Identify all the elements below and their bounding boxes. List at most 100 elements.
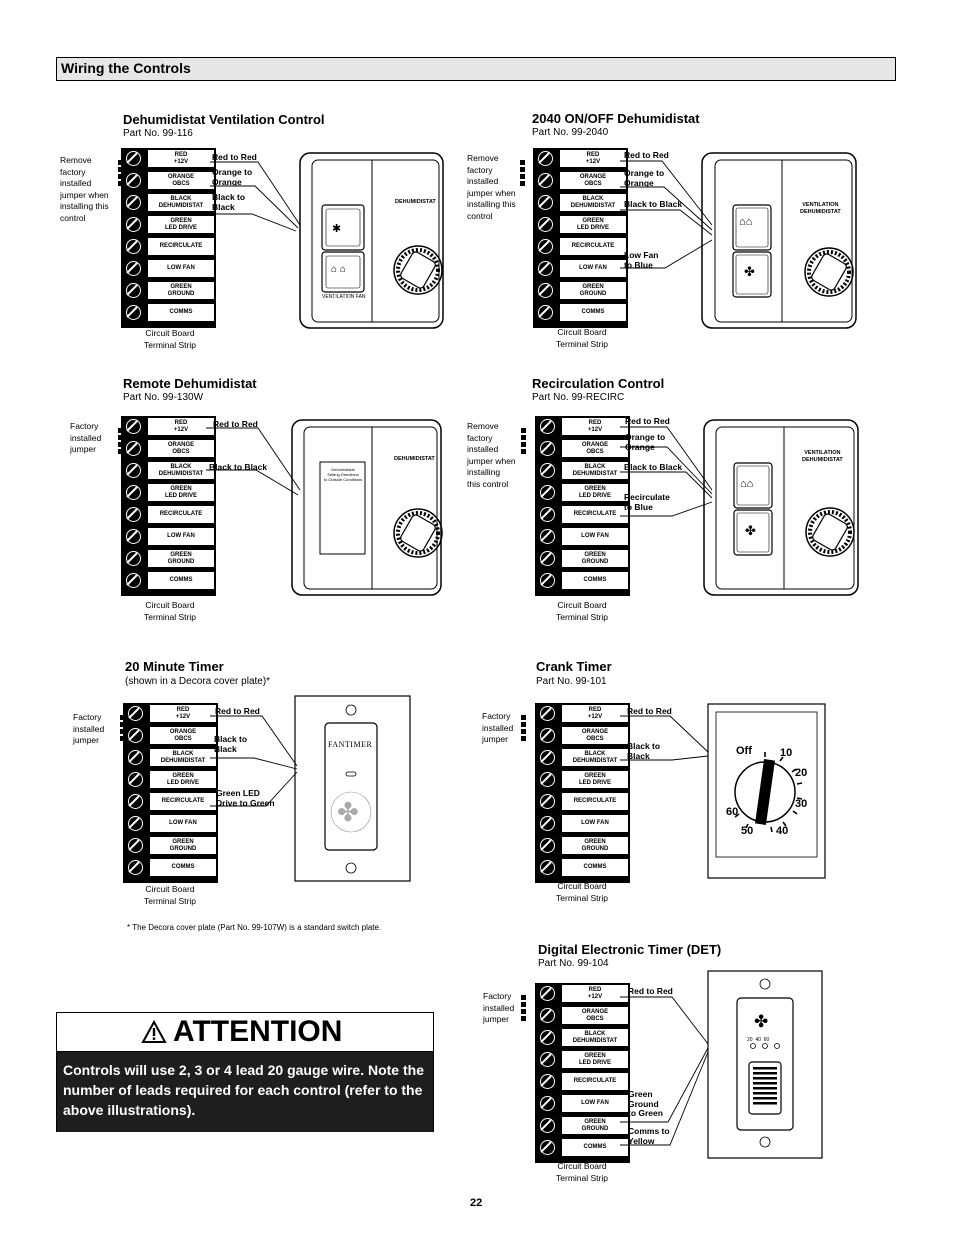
screw-icon[interactable] (540, 463, 555, 478)
screw-icon[interactable] (540, 728, 555, 743)
dvc-fan-icon[interactable]: ✱ (332, 223, 342, 235)
screw-icon[interactable] (540, 441, 555, 456)
screw-icon[interactable] (128, 706, 143, 721)
onoff-fan-icon[interactable]: ✤ (744, 264, 755, 279)
timer20-fan-icon[interactable]: ✤ (337, 797, 359, 827)
screw-icon[interactable] (126, 283, 141, 298)
screw-icon[interactable] (128, 750, 143, 765)
screw-icon[interactable] (126, 507, 141, 522)
screw-icon[interactable] (538, 151, 553, 166)
screw-icon[interactable] (540, 1096, 555, 1111)
screw-icon[interactable] (126, 195, 141, 210)
screw-icon[interactable] (126, 419, 141, 434)
screw-icon[interactable] (540, 1074, 555, 1089)
terminal-row: LOW FAN (537, 1094, 628, 1113)
screw-icon[interactable] (126, 551, 141, 566)
screw-icon[interactable] (540, 1030, 555, 1045)
screw-icon[interactable] (126, 305, 141, 320)
remote-label-red: Red to Red (213, 419, 258, 429)
screw-icon[interactable] (538, 173, 553, 188)
dvc-switch-caption: VENTILATION FAN (322, 294, 366, 300)
screw-icon[interactable] (126, 463, 141, 478)
screw-icon[interactable] (128, 794, 143, 809)
screw-icon[interactable] (540, 419, 555, 434)
dvc-label-black: Black to Black (212, 192, 246, 212)
screw-icon[interactable] (126, 573, 141, 588)
terminal-label: COMMS (148, 572, 214, 589)
screw-icon[interactable] (538, 283, 553, 298)
screw-icon[interactable] (126, 529, 141, 544)
screw-icon[interactable] (540, 1052, 555, 1067)
terminal-label: RECIRCULATE (148, 506, 214, 523)
screw-icon[interactable] (540, 1140, 555, 1155)
screw-icon[interactable] (540, 551, 555, 566)
terminal-label: RED +12V (148, 418, 214, 435)
terminal-label: COMMS (560, 304, 626, 321)
screw-icon[interactable] (538, 217, 553, 232)
terminal-row: RECIRCULATE (123, 505, 214, 524)
screw-icon[interactable] (128, 728, 143, 743)
terminal-row: RED +12V (537, 704, 628, 723)
recirc-home-icon[interactable]: ⌂⌂ (740, 478, 754, 490)
remote-strip-caption: Circuit Board Terminal Strip (144, 600, 196, 622)
terminal-row: GREEN GROUND (537, 549, 628, 568)
screw-icon[interactable] (538, 305, 553, 320)
onoff-part: Part No. 99-2040 (532, 127, 609, 138)
terminal-row: COMMS (537, 571, 628, 590)
recirc-device (703, 419, 859, 596)
det-fan-icon[interactable]: ✤ (754, 1012, 769, 1031)
dvc-face-label: DEHUMIDISTAT (395, 199, 436, 205)
screw-icon[interactable] (128, 772, 143, 787)
screw-icon[interactable] (538, 261, 553, 276)
recirc-fan-icon[interactable]: ✤ (745, 523, 756, 538)
screw-icon[interactable] (540, 986, 555, 1001)
screw-icon[interactable] (126, 217, 141, 232)
screw-icon[interactable] (540, 750, 555, 765)
terminal-label: LOW FAN (562, 528, 628, 545)
crank-part: Part No. 99-101 (536, 676, 607, 687)
terminal-label: GREEN LED DRIVE (562, 1051, 628, 1068)
screw-icon[interactable] (538, 239, 553, 254)
terminal-label: LOW FAN (148, 528, 214, 545)
screw-icon[interactable] (540, 1008, 555, 1023)
terminal-label: LOW FAN (560, 260, 626, 277)
terminal-label: RECIRCULATE (560, 238, 626, 255)
screw-icon[interactable] (540, 772, 555, 787)
screw-icon[interactable] (126, 151, 141, 166)
screw-icon[interactable] (538, 195, 553, 210)
screw-icon[interactable] (540, 706, 555, 721)
terminal-row: ORANGE OBCS (537, 439, 628, 458)
screw-icon[interactable] (540, 860, 555, 875)
screw-icon[interactable] (126, 441, 141, 456)
screw-icon[interactable] (540, 794, 555, 809)
screw-icon[interactable] (126, 173, 141, 188)
onoff-home-icon[interactable]: ⌂⌂ (739, 216, 753, 228)
screw-icon[interactable] (128, 860, 143, 875)
dvc-jumper-icon (118, 160, 132, 186)
terminal-row: ORANGE OBCS (535, 171, 626, 190)
screw-icon[interactable] (540, 816, 555, 831)
screw-icon[interactable] (126, 239, 141, 254)
screw-icon[interactable] (540, 485, 555, 500)
terminal-row: RED +12V (537, 984, 628, 1003)
terminal-row: COMMS (125, 858, 216, 877)
screw-icon[interactable] (540, 507, 555, 522)
screw-icon[interactable] (540, 838, 555, 853)
dvc-home-icon[interactable]: ⌂ ⌂ (331, 264, 346, 275)
remote-label-black: Black to Black (209, 462, 268, 472)
screw-icon[interactable] (540, 1118, 555, 1133)
terminal-row: RECIRCULATE (125, 792, 216, 811)
timer20-jumper-icon (120, 715, 134, 741)
terminal-row: RED +12V (123, 417, 214, 436)
onoff-label-orange: Orange to Orange (624, 168, 665, 188)
screw-icon[interactable] (126, 485, 141, 500)
screw-icon[interactable] (540, 529, 555, 544)
terminal-label: COMMS (562, 572, 628, 589)
screw-icon[interactable] (126, 261, 141, 276)
onoff-jumper-icon (520, 160, 534, 186)
screw-icon[interactable] (128, 816, 143, 831)
screw-icon[interactable] (128, 838, 143, 853)
dvc-label-red: Red to Red (212, 152, 257, 162)
screw-icon[interactable] (540, 573, 555, 588)
